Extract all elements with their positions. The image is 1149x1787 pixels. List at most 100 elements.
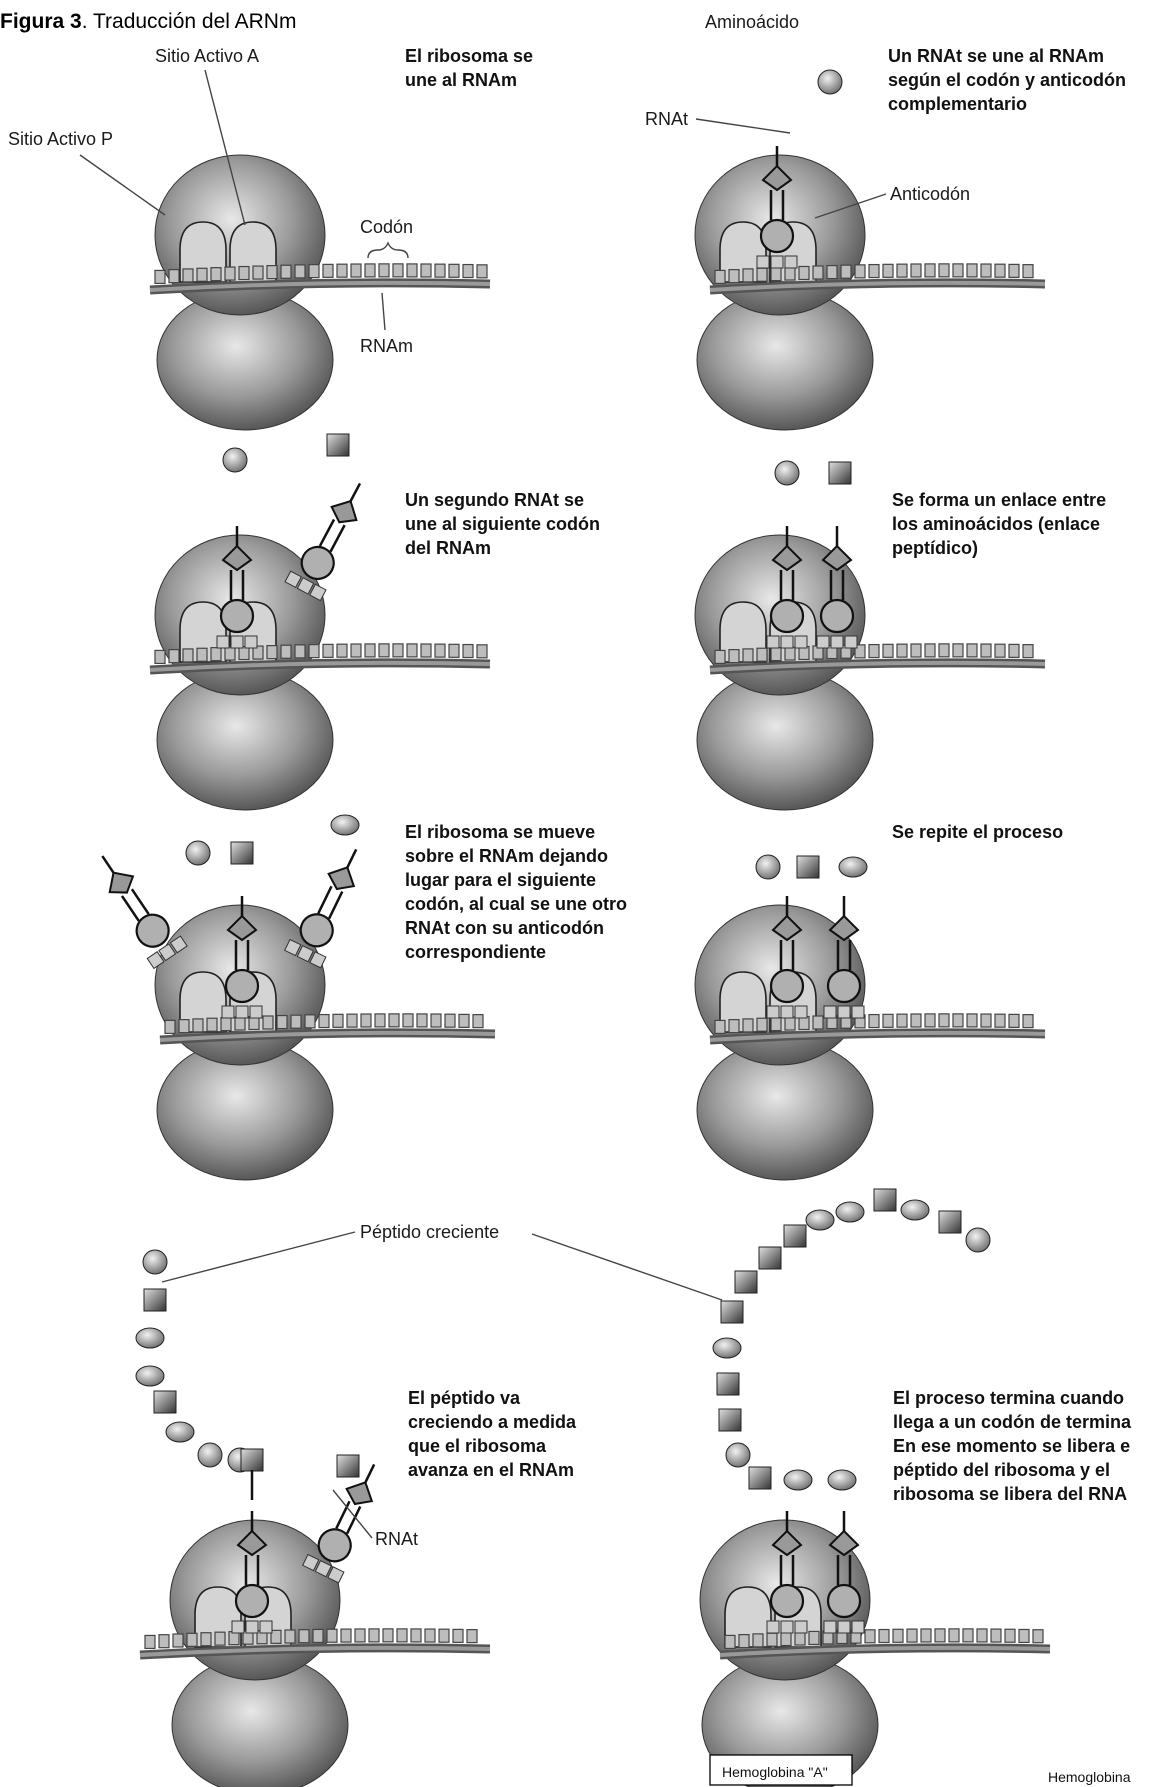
nucleotide [827,266,837,279]
label-rnam: RNAm [360,336,413,356]
nucleotide [463,645,473,658]
nucleotide [911,644,921,657]
nucleotide [155,650,165,663]
nucleotide [1023,265,1033,278]
anticodon-base [781,1006,793,1018]
nucleotide [883,264,893,277]
nucleotide [215,1632,225,1645]
nucleotide [743,1019,753,1032]
anticodon-base [260,1621,272,1633]
anticodon-base [245,636,257,648]
nucleotide [449,264,459,277]
nucleotide [425,1629,435,1642]
leader-peptido-right [532,1234,722,1300]
nucleotide [473,1015,483,1028]
amino-acid-oval [136,1328,164,1348]
label-rnat-top: RNAt [645,109,688,129]
nucleotide [869,645,879,658]
trna-molecule [285,841,374,968]
nucleotide [207,1018,217,1031]
amino-acid-box [749,1467,771,1489]
amino-acid-box [829,462,851,484]
nucleotide [267,266,277,279]
nucleotide [953,264,963,277]
leader-sitio-p [80,155,165,215]
label-aminoacido: Aminoácido [705,12,799,32]
nucleotide [883,644,893,657]
trna-loop [771,970,803,1002]
nucleotide [981,1014,991,1027]
nucleotide [813,1016,823,1029]
nucleotide [277,1016,287,1029]
nucleotide [225,647,235,660]
nucleotide [935,1629,945,1642]
panel-step-6 [695,855,1045,1180]
nucleotide [739,1635,749,1648]
nucleotide [285,1630,295,1643]
nucleotide [477,645,487,658]
nucleotide [715,270,725,283]
nucleotide [145,1635,155,1648]
amino-acid-oval [136,1366,164,1386]
caption-step-3: Un segundo RNAt seune al siguiente codón… [405,490,600,558]
anticodon-base [795,1621,807,1633]
nucleotide [361,1014,371,1027]
anticodon-base [817,636,829,648]
amino-acid-box [874,1189,896,1211]
nucleotide [417,1014,427,1027]
nucleotide [421,264,431,277]
nucleotide [981,644,991,657]
nucleotide [281,265,291,278]
nucleotide [155,270,165,283]
anticodon-base [852,1006,864,1018]
leader-rnat-top [696,119,790,133]
anticodon-base [824,1006,836,1018]
nucleotide [319,1015,329,1028]
nucleotide [799,266,809,279]
nucleotide [743,269,753,282]
amino-acid-oval [901,1200,929,1220]
amino-acid-box [939,1211,961,1233]
nucleotide [267,646,277,659]
amino-acid-ball [966,1228,990,1252]
nucleotide [421,644,431,657]
nucleotide [753,1634,763,1647]
amino-acid-ball [818,70,842,94]
amino-acid-box [231,842,253,864]
amino-acid-box [144,1289,166,1311]
trna-loop [771,1585,803,1617]
nucleotide [435,264,445,277]
nucleotide [393,644,403,657]
anticodon-base [232,1621,244,1633]
trna-acceptor [351,483,360,501]
amino-acid-oval [828,1470,856,1490]
nucleotide [953,1014,963,1027]
nucleotide [729,270,739,283]
nucleotide [407,264,417,277]
nucleotide [253,266,263,279]
amino-acid-box [797,856,819,878]
nucleotide [397,1629,407,1642]
label-sitio-activo-p: Sitio Activo P [8,129,113,149]
nucleotide [295,645,305,658]
nucleotide [911,264,921,277]
nucleotide [179,1020,189,1033]
nucleotide [309,645,319,658]
caption-step-6: Se repite el proceso [892,822,1063,842]
caption-step-8: El proceso termina cuandollega a un codó… [893,1388,1132,1504]
leader-peptido-left [162,1232,355,1282]
anticodon-base [795,636,807,648]
peptide-chain-left [136,1250,359,1500]
figure-title: Figura 3. Traducción del ARNm [0,10,296,33]
amino-acid-box [717,1373,739,1395]
nucleotide [445,1014,455,1027]
nucleotide [869,265,879,278]
trna-stem [320,519,345,551]
amino-acid-box [327,434,349,456]
amino-acid-box [721,1301,743,1323]
nucleotide [855,265,865,278]
panel-step-2 [695,70,1045,430]
nucleotide [313,1629,323,1642]
nucleotide [995,264,1005,277]
trna-loop [761,220,793,252]
